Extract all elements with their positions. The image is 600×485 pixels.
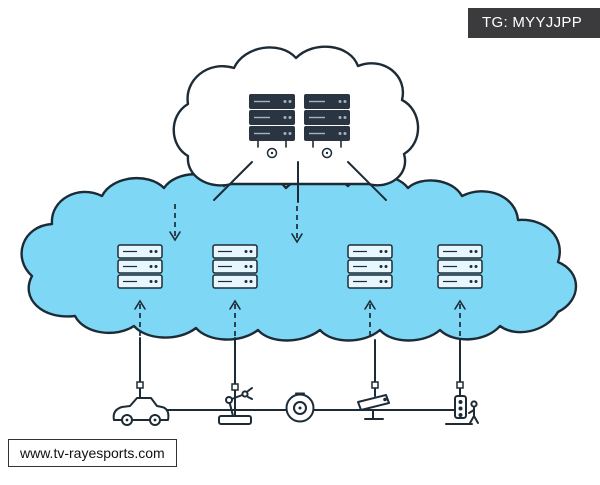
pedestrian-icon	[468, 400, 479, 424]
up-arrow	[454, 299, 466, 336]
appliance-icon	[285, 392, 315, 423]
edge-cloud-icon	[20, 173, 577, 342]
vehicle-icon	[112, 397, 170, 426]
website-watermark: www.tv-rayesports.com	[8, 439, 177, 467]
server-rack-icon	[304, 94, 350, 159]
junction-node	[136, 381, 144, 389]
tg-badge-label: TG: MYYJJPP	[482, 14, 582, 31]
junction-node	[456, 381, 464, 389]
device-row	[112, 387, 479, 426]
down-arrow	[169, 204, 181, 242]
robot-arm-icon	[218, 387, 253, 425]
server-rack-icon	[117, 244, 163, 289]
server-rack-icon	[212, 244, 258, 289]
down-arrow	[291, 206, 303, 244]
junction-node	[371, 381, 379, 389]
gear-icon	[321, 147, 333, 159]
up-arrow	[229, 299, 241, 336]
server-rack-icon	[249, 94, 295, 159]
cloud-connectors	[213, 161, 387, 203]
server-rack-icon	[347, 244, 393, 289]
website-watermark-label: www.tv-rayesports.com	[20, 445, 165, 461]
cctv-camera-icon	[357, 394, 390, 420]
connector-line	[213, 161, 253, 201]
traffic-light-icon	[445, 395, 479, 425]
core-cloud-icon	[172, 45, 420, 187]
up-arrow	[364, 299, 376, 336]
gear-icon	[266, 147, 278, 159]
junction-node	[231, 383, 239, 391]
server-rack-icon	[437, 244, 483, 289]
tg-badge: TG: MYYJJPP	[468, 8, 600, 38]
connector-line	[347, 161, 387, 201]
up-arrow	[134, 299, 146, 336]
core-cloud	[172, 45, 420, 187]
edge-cloud	[20, 173, 577, 342]
